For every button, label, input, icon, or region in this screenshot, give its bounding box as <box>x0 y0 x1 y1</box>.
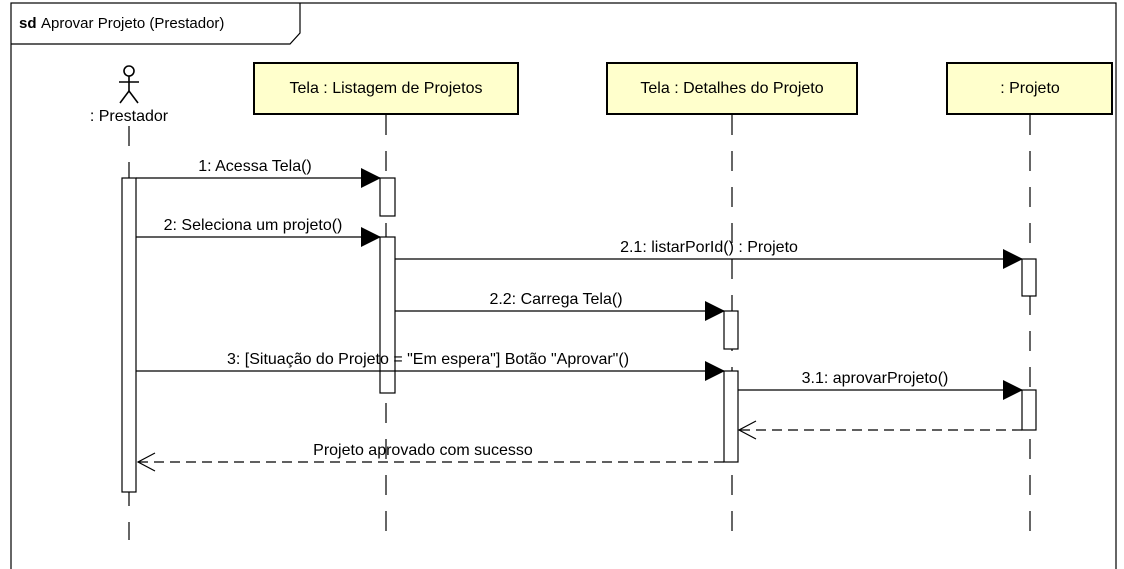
lifeline-detalhes: Tela : Detalhes do Projeto <box>606 62 858 540</box>
activation-bar-listagem-2 <box>379 236 396 394</box>
message-return-actor: Projeto aprovado com sucesso <box>136 442 724 472</box>
message-label: Projeto aprovado com sucesso <box>313 442 533 459</box>
frame-title: Aprovar Projeto (Prestador) <box>41 15 224 32</box>
frame-keyword: sd <box>19 15 37 32</box>
lifeline-projeto: : Projeto <box>946 62 1113 540</box>
lifeline-head-projeto <box>946 62 1113 115</box>
activation-bar-projeto-1 <box>1021 258 1037 297</box>
message-1: 1: Acessa Tela() <box>136 158 381 188</box>
activation-bar-detalhes-1 <box>723 310 739 350</box>
message-label: 2.1: listarPorId() : Projeto <box>620 239 798 256</box>
activation-bar-detalhes-2 <box>723 370 739 463</box>
lifeline-label-listagem: Tela : Listagem de Projetos <box>290 80 483 97</box>
activation-bars <box>121 177 1037 493</box>
message-2: 2: Seleciona um projeto() <box>136 217 381 247</box>
activation-bar-listagem-1 <box>379 177 396 217</box>
lifeline-head-listagem <box>253 62 519 115</box>
lifeline-label-detalhes: Tela : Detalhes do Projeto <box>640 80 823 97</box>
stick-figure-icon <box>119 65 139 104</box>
message-return-projeto <box>737 420 1022 440</box>
interaction-frame: sd Aprovar Projeto (Prestador) <box>10 2 1117 569</box>
message-3: 3: [Situação do Projeto = "Em espera"] B… <box>136 351 725 381</box>
message-3-1: 3.1: aprovarProjeto() <box>738 370 1023 400</box>
message-label: 1: Acessa Tela() <box>198 158 312 175</box>
lifeline-listagem: Tela : Listagem de Projetos <box>253 62 519 540</box>
activation-bar-actor <box>121 177 137 493</box>
lifeline-head-detalhes <box>606 62 858 115</box>
message-label: 3.1: aprovarProjeto() <box>802 370 949 387</box>
message-label: 2: Seleciona um projeto() <box>164 217 343 234</box>
message-label: 3: [Situação do Projeto = "Em espera"] B… <box>227 351 629 368</box>
actor-prestador: : Prestador <box>90 65 169 540</box>
message-2-1: 2.1: listarPorId() : Projeto <box>395 239 1023 269</box>
message-2-2: 2.2: Carrega Tela() <box>395 291 725 321</box>
activation-bar-projeto-2 <box>1021 389 1037 431</box>
frame-border <box>10 2 1117 569</box>
frame-label-tab <box>11 3 301 45</box>
actor-name: : Prestador <box>90 108 169 125</box>
lifeline-label-projeto: : Projeto <box>1000 80 1060 97</box>
message-label: 2.2: Carrega Tela() <box>489 291 622 308</box>
messages: 1: Acessa Tela() 2: Seleciona um projeto… <box>136 158 1023 472</box>
